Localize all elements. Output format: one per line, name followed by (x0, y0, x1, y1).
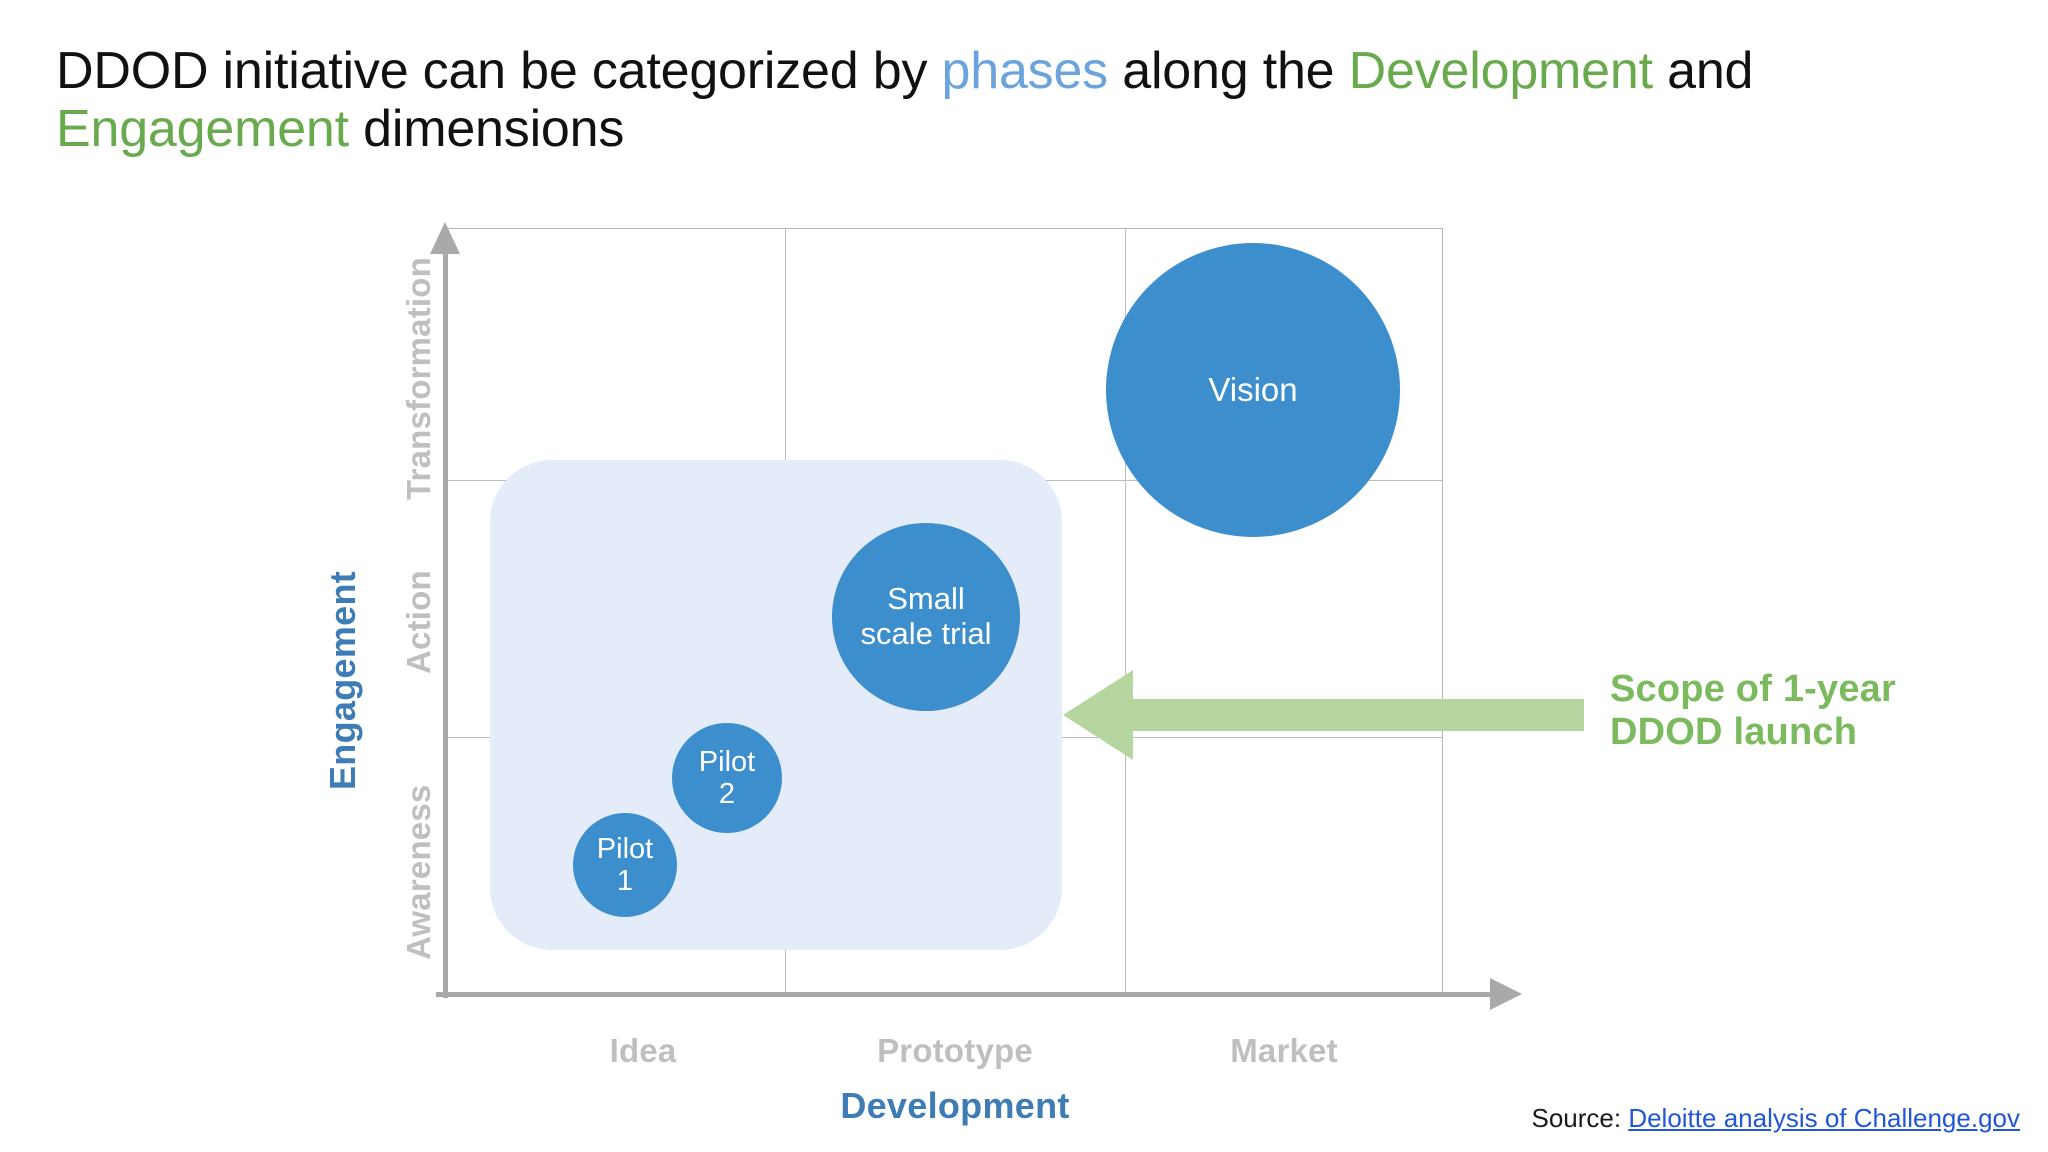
title-segment-plain-3: and (1652, 42, 1754, 100)
page-title: DDOD initiative can be categorized by ph… (56, 42, 2016, 158)
bubble-pilot-2-line-2: 2 (718, 778, 736, 810)
x-axis-line (436, 992, 1496, 997)
x-axis-tick-prototype: Prototype (877, 1032, 1033, 1069)
bubble-vision[interactable]: Vision (1106, 243, 1400, 537)
y-axis-title: Engagement (322, 570, 363, 790)
source-link[interactable]: Deloitte analysis of Challenge.gov (1628, 1103, 2020, 1133)
y-axis-line (443, 248, 448, 998)
title-segment-plain-1: DDOD initiative can be categorized by (56, 42, 942, 100)
y-axis-arrow-icon (430, 222, 460, 254)
x-axis-arrow-icon (1490, 978, 1522, 1010)
title-segment-plain-4: dimensions (348, 100, 625, 159)
y-axis-tick-awareness: Awareness (400, 784, 437, 960)
title-segment-engagement: Engagement (56, 100, 349, 159)
bubble-small-scale-trial-label: Small scale trial (860, 581, 992, 651)
bubble-pilot-2-line-1: Pilot (698, 745, 756, 778)
x-axis-tick-market: Market (1230, 1032, 1338, 1069)
bubble-vision-label: Vision (1208, 370, 1298, 408)
bubble-pilot-1-line-2: 1 (616, 865, 634, 897)
bubble-pilot-1-label: Pilot 1 (597, 833, 653, 898)
y-axis-tick-transformation: Transformation (400, 256, 437, 500)
x-axis-tick-idea: Idea (609, 1032, 677, 1069)
source-line: Source: Deloitte analysis of Challenge.g… (1531, 1103, 2020, 1134)
gridline-vertical-2 (1125, 229, 1126, 994)
scope-arrow-left-icon (1063, 670, 1133, 760)
x-axis-title: Development (840, 1085, 1070, 1126)
scope-annotation-label: Scope of 1-year DDOD launch (1610, 668, 2020, 753)
scope-arrow-shaft (1132, 699, 1584, 731)
bubble-pilot-2-label: Pilot 2 (699, 746, 755, 811)
bubble-small-scale-trial-line-2: scale trial (860, 616, 992, 651)
title-segment-phases: phases (941, 42, 1109, 100)
bubble-small-scale-trial-line-1: Small (887, 581, 965, 617)
bubble-small-scale-trial[interactable]: Small scale trial (832, 523, 1020, 711)
title-segment-development: Development (1348, 42, 1653, 100)
bubble-pilot-1[interactable]: Pilot 1 (573, 813, 677, 917)
bubble-pilot-2[interactable]: Pilot 2 (672, 723, 782, 833)
source-prefix: Source: (1531, 1103, 1629, 1133)
bubble-pilot-1-line-1: Pilot (596, 832, 654, 865)
title-segment-plain-2: along the (1107, 42, 1349, 100)
y-axis-tick-action: Action (400, 570, 437, 674)
scope-annotation-line-2: DDOD launch (1610, 710, 1858, 753)
scope-annotation-line-1: Scope of 1-year (1610, 668, 1896, 710)
